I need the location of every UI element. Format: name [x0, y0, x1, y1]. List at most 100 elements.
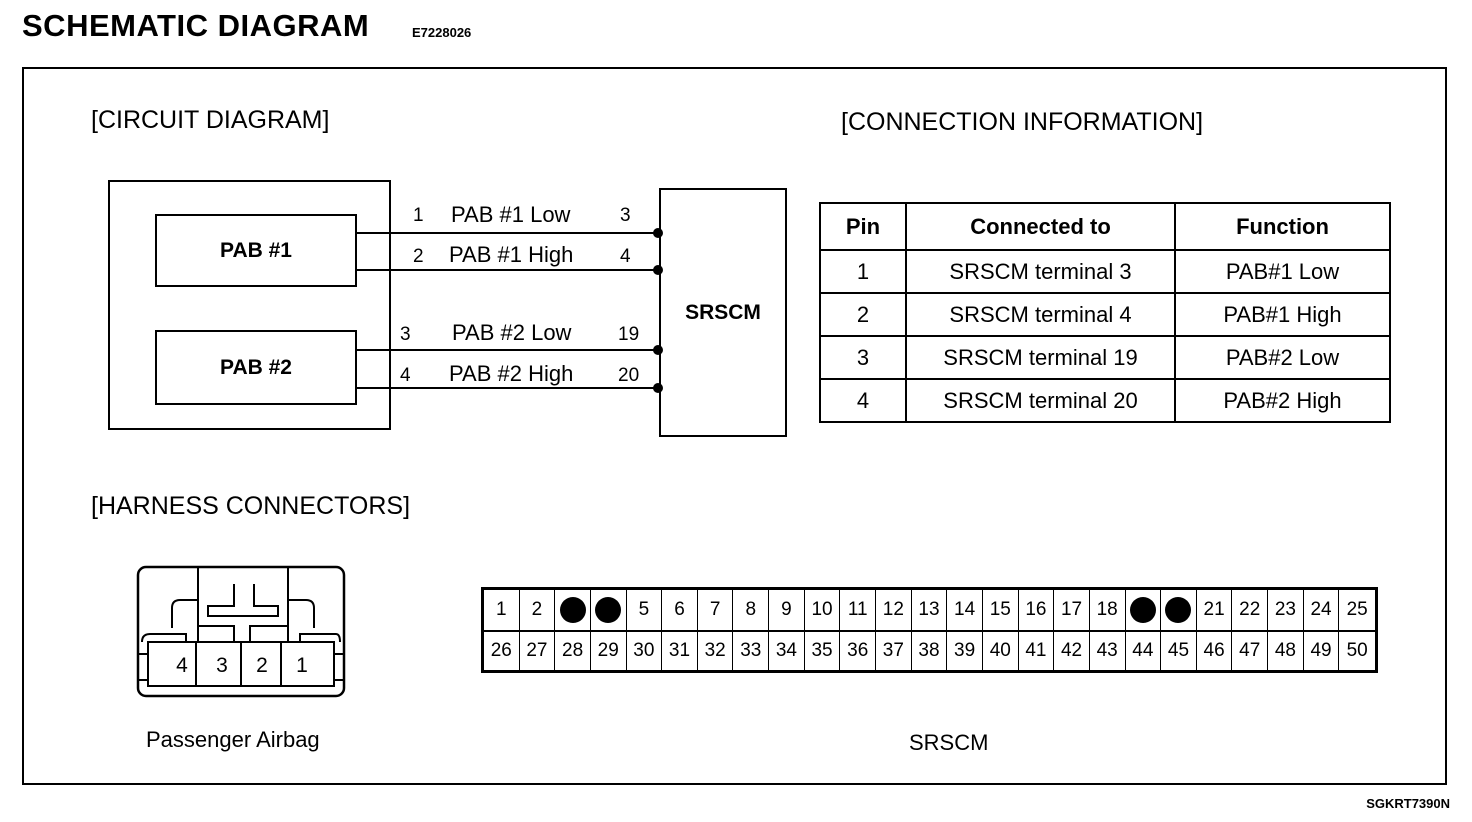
- connector-row-divider: [484, 630, 1375, 632]
- connector-pin-label: 31: [662, 631, 698, 671]
- wire-label: PAB #2 High: [449, 361, 574, 386]
- connector-pin-label: 48: [1268, 631, 1304, 671]
- diagram-frame: [22, 67, 1447, 785]
- connector-pin-label: 22: [1232, 590, 1269, 630]
- column-header: Function: [1174, 202, 1391, 251]
- connector-pin-label: 7: [698, 590, 734, 630]
- connector-pin-label: 17: [1054, 590, 1090, 630]
- table-cell: PAB#1 Low: [1174, 249, 1391, 294]
- pab2-module: PAB #2: [155, 330, 357, 405]
- junction-dot: [653, 265, 663, 275]
- table-cell: SRSCM terminal 20: [905, 378, 1176, 423]
- wire-pab1-low: [357, 232, 660, 234]
- wire-pin-number: 3: [400, 324, 411, 345]
- connector-pin-label: 41: [1019, 631, 1055, 671]
- filled-pin-dot: [1129, 597, 1156, 623]
- connector-pin-label: 4: [176, 654, 188, 677]
- connector-pin-label: 39: [947, 631, 983, 671]
- figure-code: SGKRT7390N: [1366, 796, 1450, 811]
- wire-terminal-number: 19: [618, 324, 640, 345]
- connector-pin-label: 18: [1090, 590, 1126, 630]
- connector-pin-label: 26: [484, 631, 520, 671]
- connector-pin-label: 9: [769, 590, 805, 630]
- junction-dot: [653, 228, 663, 238]
- connector-pin-label: 10: [805, 590, 841, 630]
- circuit-diagram-heading: [CIRCUIT DIAGRAM]: [91, 106, 330, 134]
- connector-pin-label: 1: [484, 590, 520, 630]
- document-code: E7228026: [412, 25, 472, 40]
- connector-pin-label: 25: [1346, 599, 1368, 620]
- column-header: Pin: [819, 202, 907, 251]
- connector-pin-filled: [555, 590, 591, 630]
- harness-connectors-heading: [HARNESS CONNECTORS]: [91, 492, 411, 520]
- connector-pin-label: 16: [1019, 590, 1055, 630]
- connection-info-heading: [CONNECTION INFORMATION]: [841, 108, 1204, 136]
- connector-pin-label: 12: [876, 590, 912, 630]
- connector-pin-label: 8: [733, 590, 770, 630]
- connector-pin-filled: [591, 590, 627, 630]
- connector-pin-label: 11: [840, 590, 877, 630]
- connector-pin-label: 32: [698, 631, 734, 671]
- wire-terminal-number: 3: [620, 205, 631, 226]
- table-cell: 1: [819, 249, 907, 294]
- filled-pin-dot: [1165, 597, 1192, 623]
- wire-pab2-low: [357, 349, 660, 351]
- connector-pin-label: 23: [1268, 590, 1304, 630]
- connector-pin-label: 28: [555, 631, 591, 671]
- connector-pin-label: 21: [1197, 590, 1233, 630]
- connector-pin-label: 5: [627, 590, 663, 630]
- connector-pin-label: 27: [520, 631, 556, 671]
- connector-pin-label: 33: [733, 631, 770, 671]
- connector-pin-label: 45: [1161, 631, 1197, 671]
- connector-pin-label: 44: [1126, 631, 1162, 671]
- connector-pin-label: 15: [983, 590, 1019, 630]
- table-cell: SRSCM terminal 19: [905, 335, 1176, 380]
- junction-dot: [653, 383, 663, 393]
- connector-pin-label: 50: [1346, 640, 1368, 661]
- table-cell: 3: [819, 335, 907, 380]
- connector-pin-label: 30: [627, 631, 663, 671]
- table-cell: 4: [819, 378, 907, 423]
- table-row: 4 SRSCM terminal 20 PAB#2 High: [819, 378, 1391, 423]
- pab1-module: PAB #1: [155, 214, 357, 287]
- connector-pin-label: 35: [805, 631, 841, 671]
- connector-pin-label: 24: [1304, 590, 1340, 630]
- wire-pin-number: 4: [400, 365, 411, 386]
- table-row: 2 SRSCM terminal 4 PAB#1 High: [819, 292, 1391, 337]
- wire-pin-number: 1: [413, 205, 424, 226]
- connector-pin-label: 13: [912, 590, 948, 630]
- wire-pin-number: 2: [413, 246, 424, 267]
- passenger-airbag-connector: [136, 565, 346, 698]
- connector-pin-label: 37: [876, 631, 912, 671]
- srscm-module: SRSCM: [659, 188, 787, 437]
- column-header: Connected to: [905, 202, 1176, 251]
- table-cell: SRSCM terminal 3: [905, 249, 1176, 294]
- connector-pin-filled: [1161, 590, 1197, 630]
- filled-pin-dot: [595, 597, 622, 623]
- connection-table: Pin Connected to Function 1 SRSCM termin…: [819, 202, 1391, 423]
- table-cell: PAB#2 Low: [1174, 335, 1391, 380]
- table-cell: PAB#2 High: [1174, 378, 1391, 423]
- connector-pin-label: 49: [1304, 631, 1340, 671]
- connector-pin-label: 1: [296, 654, 308, 677]
- connector-pin-label: 29: [591, 631, 627, 671]
- passenger-airbag-outline: [108, 180, 391, 430]
- passenger-airbag-label: Passenger Airbag: [146, 727, 320, 752]
- connector-pin-label: 46: [1197, 631, 1233, 671]
- connector-pin-label: 2: [520, 590, 556, 630]
- connector-pin-filled: [1126, 590, 1162, 630]
- wire-terminal-number: 4: [620, 246, 631, 267]
- table-row: 1 SRSCM terminal 3 PAB#1 Low: [819, 249, 1391, 294]
- table-cell: 2: [819, 292, 907, 337]
- wire-pab1-high: [357, 269, 660, 271]
- connector-pin-label: 6: [662, 590, 698, 630]
- wire-pab2-high: [357, 387, 660, 389]
- connector-pin-label: 43: [1090, 631, 1126, 671]
- table-cell: SRSCM terminal 4: [905, 292, 1176, 337]
- connector-pin-label: 3: [216, 654, 228, 677]
- connector-pin-label: 42: [1054, 631, 1090, 671]
- srscm-connector-label: SRSCM: [909, 730, 989, 755]
- connector-pin-label: 40: [983, 631, 1019, 671]
- connector-pin-label: 36: [840, 631, 877, 671]
